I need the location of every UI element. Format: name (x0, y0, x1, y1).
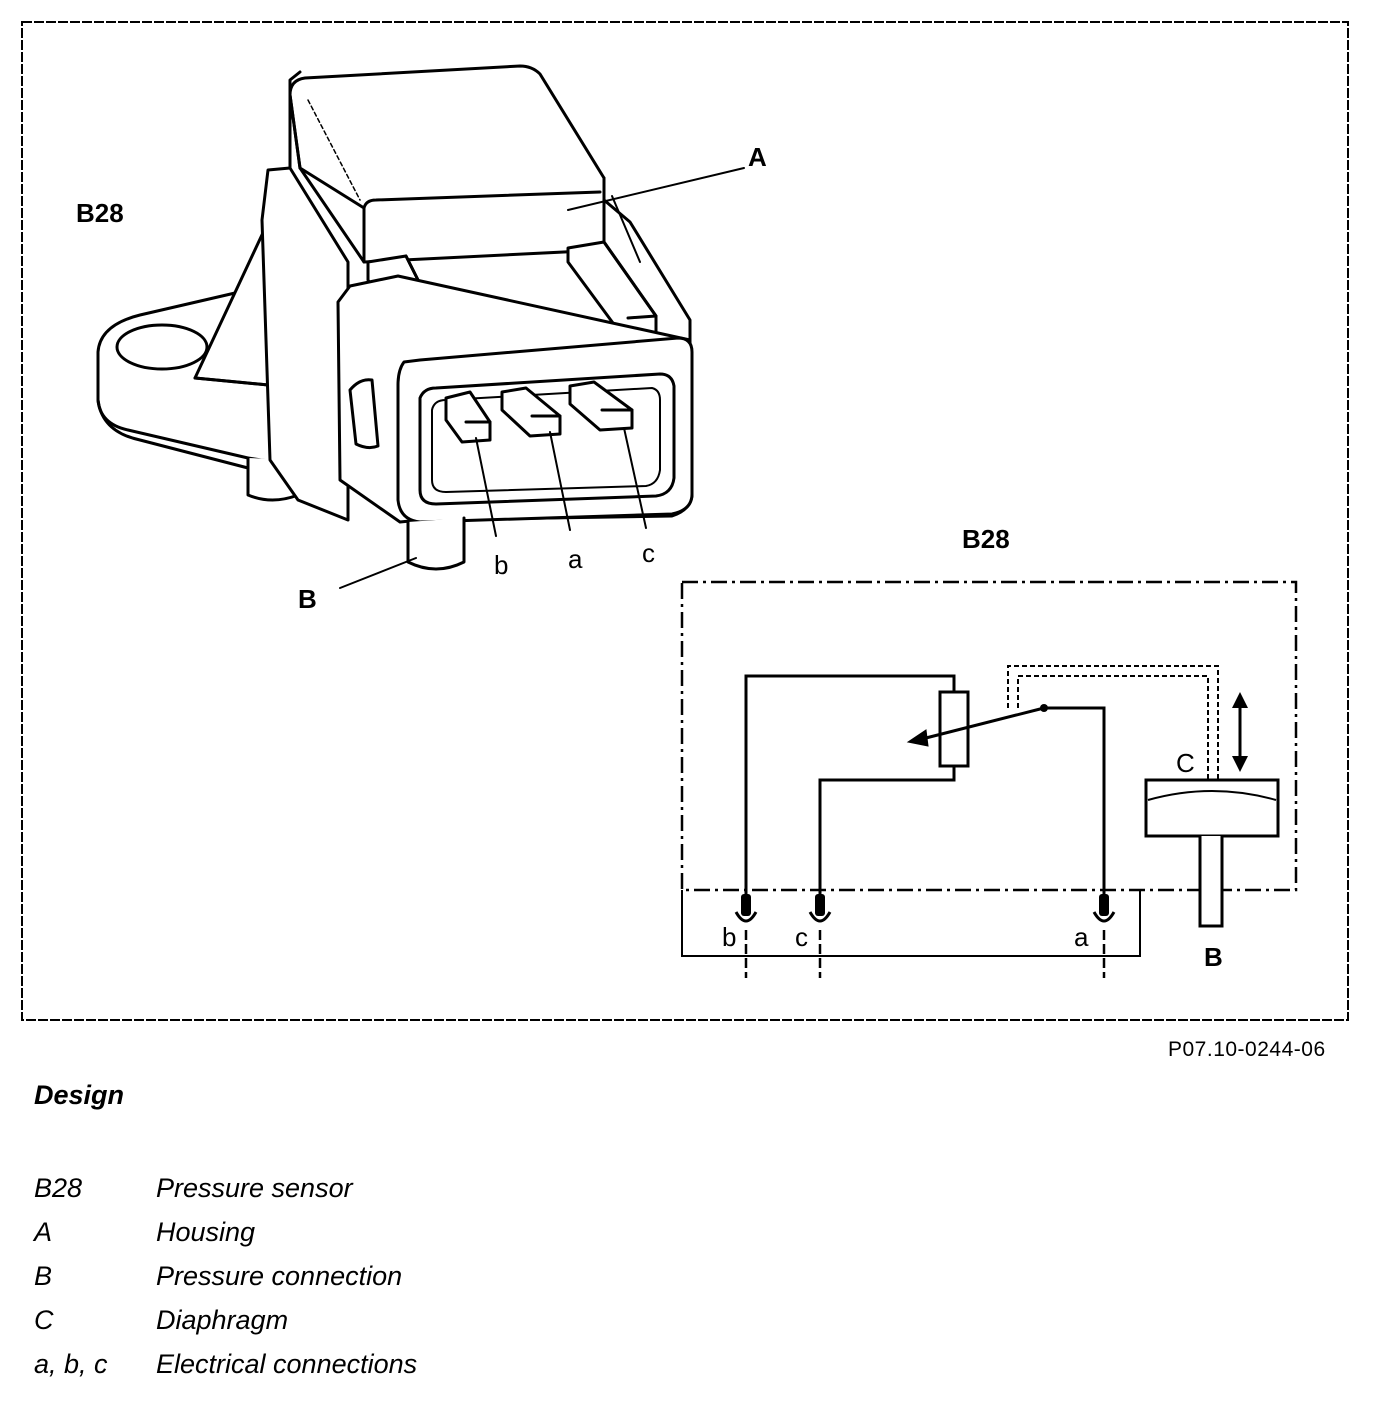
legend-key: C (34, 1304, 54, 1335)
linkage-outer (1007, 665, 1219, 790)
figure-frame (21, 21, 1349, 1021)
legend-key: B (34, 1260, 53, 1291)
legend-text: Electrical connections (156, 1348, 418, 1379)
pin-a (500, 386, 562, 438)
pin-b-callout: b (494, 550, 508, 580)
sensor-label: B28 (76, 198, 124, 228)
wiper (917, 706, 1045, 742)
potentiometer (938, 690, 970, 768)
legend-text: Pressure sensor (156, 1172, 353, 1203)
schematic-pin-b: b (722, 922, 736, 952)
wire-b (744, 674, 956, 910)
legend: B28 Pressure sensor A Housing B Pressure co… (34, 1166, 417, 1386)
pin-b (444, 390, 492, 444)
figure-reference: P07.10-0244-06 (1168, 1038, 1326, 1061)
pin-c (568, 380, 634, 432)
legend-text: Housing (156, 1216, 256, 1247)
body-right (602, 198, 692, 344)
figure: B28 A B b a c B28 (21, 21, 1349, 1021)
connector-frame (681, 890, 1141, 957)
leader-pin-b (475, 437, 497, 537)
legend-key: a, b, c (34, 1348, 108, 1379)
side-window (348, 378, 380, 450)
terminal-b (734, 911, 758, 923)
leader-a (567, 167, 745, 211)
legend-text: Diaphragm (156, 1304, 289, 1335)
wiper-pivot (1040, 704, 1048, 712)
pressure-pipe (406, 516, 466, 571)
pin-a-callout: a (568, 544, 583, 574)
legend-item: C Diaphragm (34, 1298, 417, 1342)
housing-callout: A (748, 142, 767, 172)
diaphragm (1147, 790, 1277, 801)
schematic-pin-c: c (795, 922, 808, 952)
schematic-diaphragm-label: C (1176, 748, 1195, 778)
leader-b (339, 557, 417, 589)
terminal-a (1092, 911, 1116, 923)
wire-c (818, 766, 956, 910)
wiper-arrowhead (906, 729, 929, 747)
schematic-pin-a: a (1074, 922, 1089, 952)
legend-text: Pressure connection (156, 1260, 403, 1291)
schematic (680, 580, 1298, 978)
pin-c-callout: c (642, 538, 655, 568)
legend-item: B Pressure connection (34, 1254, 417, 1298)
leader-pin-c (623, 427, 647, 529)
legend-item: a, b, c Electrical connections (34, 1342, 417, 1386)
pressure-port (1198, 836, 1224, 928)
legend-item: A Housing (34, 1210, 417, 1254)
legend-key: B28 (34, 1172, 83, 1203)
housing-top (288, 64, 606, 264)
flange-edge (96, 398, 250, 470)
legend-key: A (34, 1216, 53, 1247)
schematic-pressure-label: B (1204, 942, 1223, 972)
body-side (260, 166, 350, 522)
wire-a (1044, 706, 1106, 910)
linkage-inner (1017, 675, 1209, 790)
terminal-c (808, 911, 832, 923)
caption-title: Design (34, 1080, 125, 1110)
pressure-connection-callout: B (298, 584, 317, 614)
leader-pin-a (549, 431, 571, 531)
diaphragm-chamber (1144, 778, 1280, 838)
pressure-sensor-drawing (96, 64, 745, 589)
schematic-label: B28 (962, 524, 1010, 554)
sensor-enclosure (680, 580, 1298, 892)
legend-item: B28 Pressure sensor (34, 1166, 417, 1210)
figure-canvas: B28 A B b a c B28 (21, 21, 1349, 1021)
mounting-hole (115, 323, 209, 371)
